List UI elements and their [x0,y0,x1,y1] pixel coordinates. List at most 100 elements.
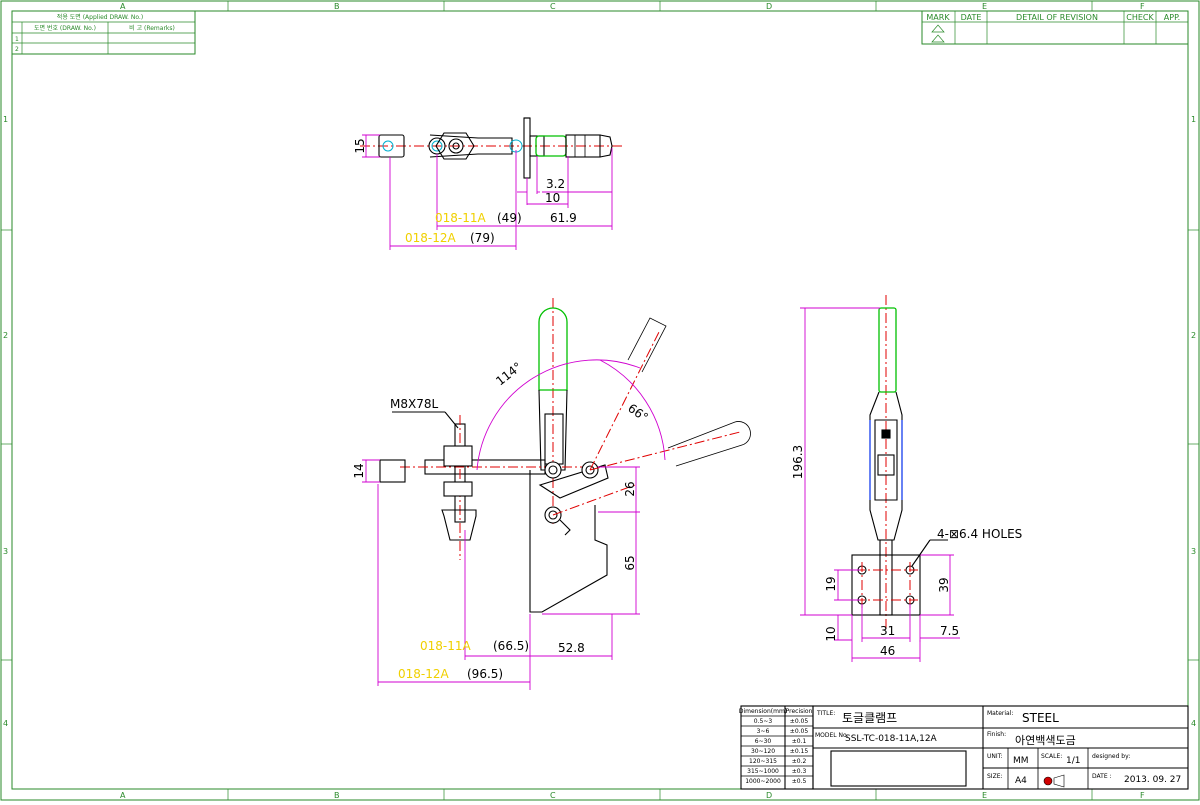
applied-row-number: 1 [15,36,19,43]
tolerance-value: ±0.3 [792,768,807,775]
unit-label: UNIT: [987,753,1003,760]
tolerance-range: 6~30 [755,738,772,745]
revision-table: MARK DATE DETAIL OF REVISION CHECK APP. [921,10,1189,45]
row-label: 2 [1191,331,1196,340]
row-label: 3 [1191,547,1196,556]
dim-side-39: 39 [937,577,951,592]
col-label: A [120,2,126,11]
row-label: 3 [3,547,8,556]
dim-top-49: (49) [497,211,522,225]
dim-front-52-8: 52.8 [558,641,585,655]
size-label: SIZE: [987,773,1003,780]
handle-grip [538,307,568,391]
col-label: B [334,791,340,800]
col-label: D [766,791,772,800]
material-value: STEEL [1022,711,1059,725]
angle-66: 66° [625,401,650,425]
model-number: SSL-TC-018-11A,12A [845,734,938,744]
size-value: A4 [1015,776,1027,786]
dim-side-19: 19 [824,576,838,591]
tolerance-value: ±0.05 [790,718,809,725]
handle-position-open [667,421,751,467]
applied-table-header: 적용 도면 (Applied DRAW. No.) [57,13,143,21]
tolerance-range: 315~1000 [747,768,779,775]
tolerance-header-precision: Precision [786,708,813,715]
dim-side-196-3: 196.3 [791,445,805,479]
title-block: TITLE: 토글클램프 MODEL No. SSL-TC-018-11A,12… [812,705,1189,790]
model-12a-label-top: 018-12A [405,231,457,245]
row-label: 2 [3,331,8,340]
revision-date-header: DATE [961,13,982,22]
col-label: E [982,2,987,11]
dim-side-31: 31 [880,624,895,638]
applied-row-number: 2 [15,46,19,53]
dim-top-3-2: 3.2 [546,177,565,191]
angle-114: 114° [493,360,524,389]
designed-by-label: designed by: [1092,753,1130,760]
dim-front-14: 14 [352,463,366,478]
title-label: TITLE: [816,710,835,717]
revision-check-header: CHECK [1126,13,1154,22]
handle-position-66 [627,317,667,373]
dim-side-46: 46 [880,644,895,658]
row-label: 1 [1191,115,1196,124]
callout-bolt-size: M8X78L [390,397,438,411]
applied-drawing-table: 적용 도면 (Applied DRAW. No.) 도면 번호 (DRAW. N… [11,10,196,55]
dim-front-96-5: (96.5) [467,667,503,681]
tolerance-range: 1000~2000 [745,778,781,785]
model-label: MODEL No. [815,732,849,739]
tolerance-range: 120~315 [749,758,777,765]
col-label: D [766,2,772,11]
col-label: A [120,791,126,800]
tolerance-value: ±0.05 [790,728,809,735]
finish-label: Finish: [987,731,1006,738]
side-handle-grip [878,307,897,393]
dim-top-10: 10 [545,191,560,205]
applied-table-col2: 비 고 (Remarks) [129,24,175,32]
material-label: Material: [987,710,1013,717]
dim-top-79: (79) [470,231,495,245]
applied-table-col1: 도면 번호 (DRAW. No.) [34,24,96,32]
dim-front-66-5: (66.5) [493,639,529,653]
dim-top-15: 15 [353,138,367,153]
col-label: F [1140,2,1145,11]
col-label: F [1140,791,1145,800]
model-11a-label-top: 018-11A [435,211,487,225]
col-label: C [550,2,556,11]
tolerance-value: ±0.15 [790,748,809,755]
revision-triangle-icon [931,24,945,33]
dim-side-10: 10 [824,626,838,641]
row-label: 4 [3,719,8,728]
tolerance-range: 3~6 [757,728,770,735]
scale-value: 1/1 [1066,756,1080,766]
dim-top-61-9: 61.9 [550,211,577,225]
top-view: 15 3.2 10 61.9 018-11A (49) 018-12A (79) [353,117,622,250]
tolerance-value: ±0.2 [792,758,807,765]
hex-nut-top [435,132,475,160]
col-label: E [982,791,987,800]
col-label: C [550,791,556,800]
scale-label: SCALE: [1041,753,1062,760]
tolerance-range: 30~120 [751,748,775,755]
unit-value: MM [1013,756,1029,766]
col-label: B [334,2,340,11]
row-label: 4 [1191,719,1196,728]
mount-bracket [529,470,608,613]
tolerance-value: ±0.5 [792,778,807,785]
drawing-title: 토글클램프 [842,711,897,725]
side-view: 196.3 19 39 10 31 7.5 46 4-⊠6.4 HOLES [791,295,1022,662]
dim-front-26: 26 [623,481,637,496]
date-value: 2013. 09. 27 [1124,775,1181,785]
front-view: 114° 66° M8X78L 14 26 65 52.8 018-11A (6… [352,298,751,690]
date-label: DATE : [1092,773,1112,780]
finish-value: 아연백색도금 [1015,734,1076,747]
callout-holes: 4-⊠6.4 HOLES [937,527,1022,541]
tolerance-value: ±0.1 [792,738,807,745]
revision-app-header: APP. [1164,13,1180,22]
revision-mark-header: MARK [926,13,950,22]
model-11a-label-front: 018-11A [420,639,472,653]
revision-detail-header: DETAIL OF REVISION [1016,13,1098,22]
